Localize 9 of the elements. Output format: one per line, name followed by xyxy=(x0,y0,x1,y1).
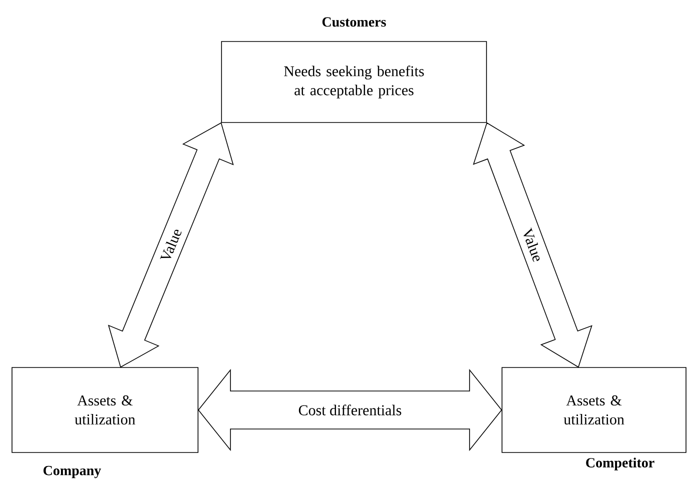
box: Needs seeking benefits at acceptable prices xyxy=(221,41,487,123)
edge-label: Cost differentials xyxy=(297,404,403,416)
edge-label: Value xyxy=(520,226,545,264)
box: Assets & utilization xyxy=(12,367,198,453)
heading: Company xyxy=(44,466,102,478)
edge-label: Value xyxy=(158,226,184,264)
heading: Competitor xyxy=(586,458,654,470)
box: Assets & utilization xyxy=(502,367,686,453)
heading: Customers xyxy=(322,17,386,27)
